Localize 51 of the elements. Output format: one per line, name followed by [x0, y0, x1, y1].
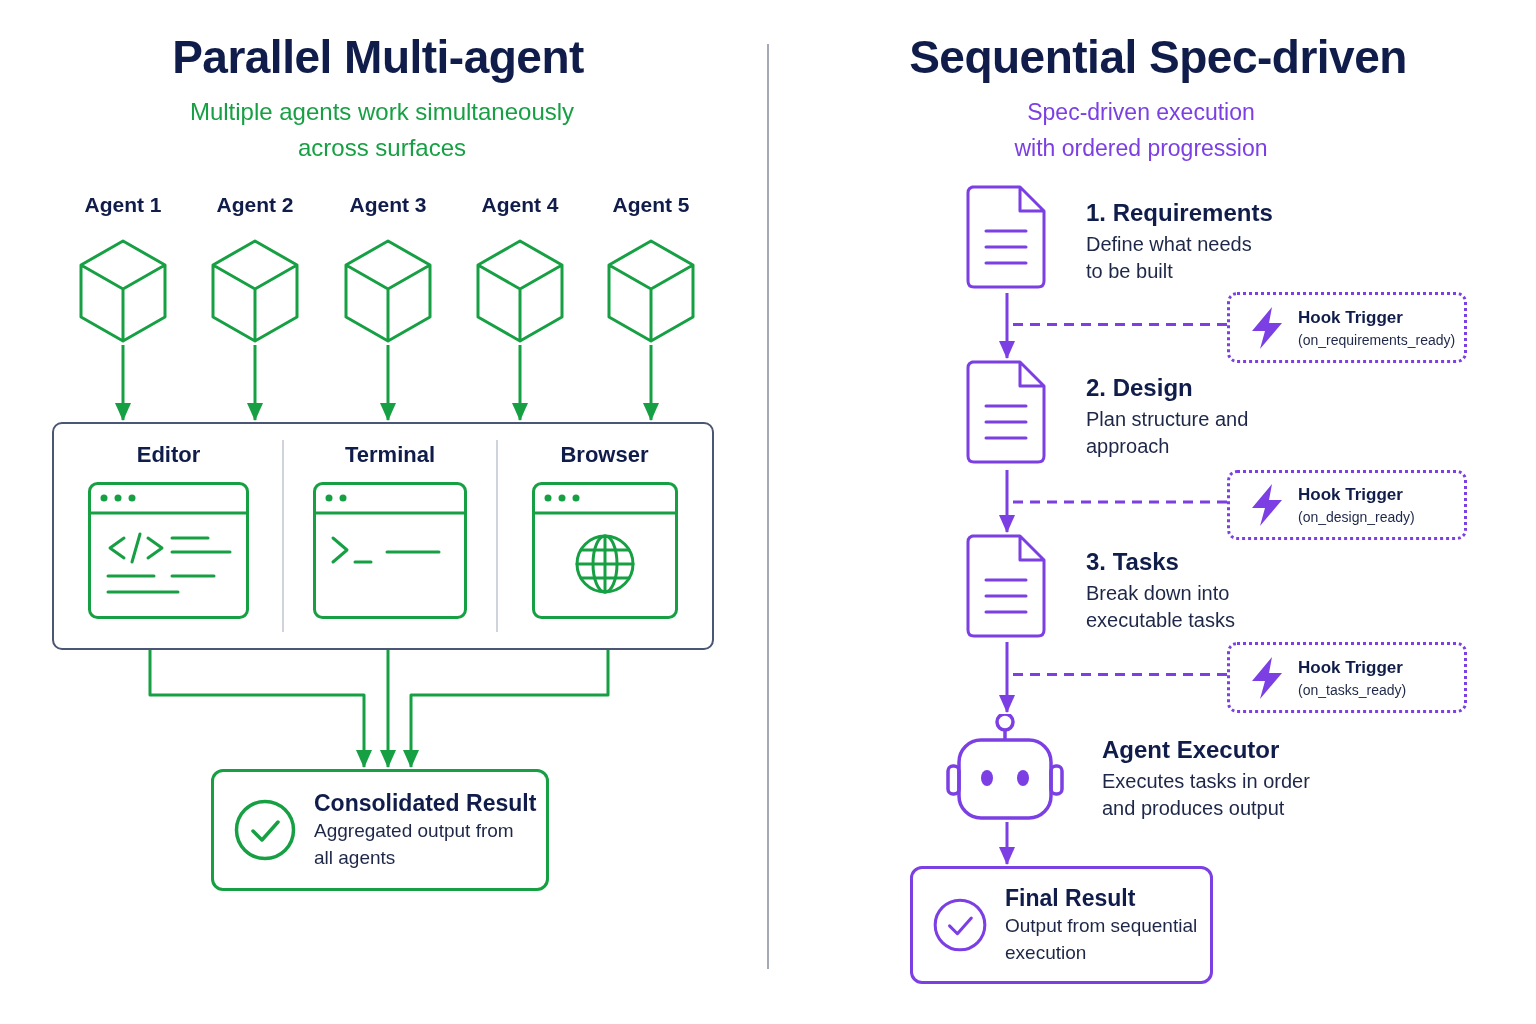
agent-label: Agent 1	[84, 193, 162, 217]
agent-label: Agent 4	[481, 193, 559, 217]
step-title: 3. Tasks	[1086, 548, 1180, 576]
result-box	[211, 769, 549, 891]
arrow	[380, 648, 396, 768]
arrow	[247, 345, 263, 421]
hook-trigger-box	[1227, 470, 1467, 540]
surface-title: Editor	[136, 442, 201, 468]
arrow	[999, 642, 1015, 713]
arrow	[115, 345, 131, 421]
hook-event-name: (on_design_ready)	[1298, 509, 1415, 525]
step-description: Define what needs to be built	[1086, 232, 1253, 284]
arrow	[512, 345, 528, 421]
step-description: Executes tasks in order and produces output	[1102, 769, 1311, 821]
dashed-connector	[1013, 673, 1227, 676]
dashed-connector	[1013, 500, 1227, 504]
result-title: Consolidated Result	[314, 789, 537, 817]
arrow	[403, 648, 610, 768]
agent-label: Agent 2	[216, 193, 294, 217]
surface-title: Terminal	[344, 442, 436, 468]
result-description: Aggregated output from all agents	[314, 818, 515, 870]
result-title: Final Result	[1005, 884, 1137, 912]
hook-title: Hook Trigger	[1298, 307, 1404, 328]
agent-label: Agent 3	[349, 193, 427, 217]
step-title: 2. Design	[1086, 374, 1194, 402]
step-description: Break down into executable tasks	[1086, 581, 1236, 633]
surface-title: Browser	[560, 442, 649, 468]
hook-event-name: (on_tasks_ready)	[1298, 681, 1407, 698]
arrow	[999, 293, 1015, 359]
arrow	[999, 822, 1015, 865]
result-box	[910, 866, 1213, 984]
hook-event-name: (on_requirements_ready)	[1298, 331, 1456, 348]
hook-title: Hook Trigger	[1298, 657, 1404, 678]
step-description: Plan structure and approach	[1086, 407, 1250, 459]
section-heading: Sequential Spec-driven	[908, 30, 1408, 84]
step-title: 1. Requirements	[1086, 199, 1273, 227]
section-heading: Parallel Multi-agent	[171, 30, 585, 84]
section-subtitle: Spec-driven execution with ordered progression	[1013, 98, 1269, 163]
agent-label: Agent 5	[612, 193, 690, 217]
arrow	[148, 648, 372, 768]
step-title: Agent Executor	[1102, 736, 1281, 764]
surface-panel	[52, 422, 714, 650]
hook-title: Hook Trigger	[1298, 485, 1404, 505]
arrow	[999, 470, 1015, 533]
arrow	[380, 345, 396, 421]
hook-trigger-box	[1227, 642, 1467, 713]
section-subtitle: Multiple agents work simultaneously across surfaces	[188, 97, 576, 163]
arrow	[643, 345, 659, 421]
dashed-connector	[1013, 323, 1227, 326]
result-description: Output from sequential execution	[1005, 913, 1199, 965]
hook-trigger-box	[1227, 292, 1467, 363]
